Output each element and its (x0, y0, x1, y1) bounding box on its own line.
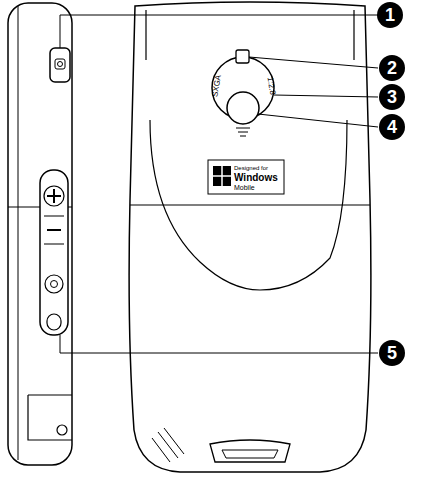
logo-text: Mobile (234, 184, 255, 191)
side-edge (18, 6, 19, 460)
plus-sign (47, 189, 61, 203)
callout-number: 4 (379, 114, 405, 140)
camera-icon (55, 59, 65, 69)
hinge-slot (146, 10, 354, 60)
hold-switch (47, 314, 61, 330)
volume-groove (44, 216, 64, 244)
record-dot (51, 281, 58, 288)
record-button (45, 275, 63, 293)
volume-slider (40, 170, 68, 335)
flag-split (213, 166, 231, 186)
side-port (28, 395, 72, 440)
cover-seam (130, 204, 370, 205)
stylus-hole (57, 425, 67, 435)
callout-number: 2 (379, 55, 405, 81)
side-body (8, 3, 72, 465)
camera-icon-lens (58, 62, 63, 67)
bottom-connector (210, 440, 290, 462)
logo-frame (208, 160, 284, 194)
callout-number: 1 (377, 2, 403, 28)
camera-button (50, 48, 70, 82)
callout-number: 5 (379, 340, 405, 366)
connector-pins (222, 450, 278, 458)
leader-line (249, 57, 378, 68)
windows-flag (213, 166, 231, 186)
callout-number: 3 (379, 84, 405, 110)
mirror (227, 92, 259, 124)
back-body (129, 2, 371, 472)
leader-line (258, 114, 378, 127)
flash (236, 50, 249, 63)
minus-sign (47, 229, 61, 231)
logo-text: Designed for (234, 165, 268, 171)
leader-line (60, 15, 378, 48)
mic-holes (236, 128, 250, 136)
volume-up (44, 186, 64, 206)
leader-line (60, 335, 378, 353)
leader-line (274, 95, 378, 97)
lens-marking: 1:2.8 (265, 77, 276, 96)
speaker-grille (152, 428, 184, 462)
logo-text: Windows (234, 173, 278, 183)
